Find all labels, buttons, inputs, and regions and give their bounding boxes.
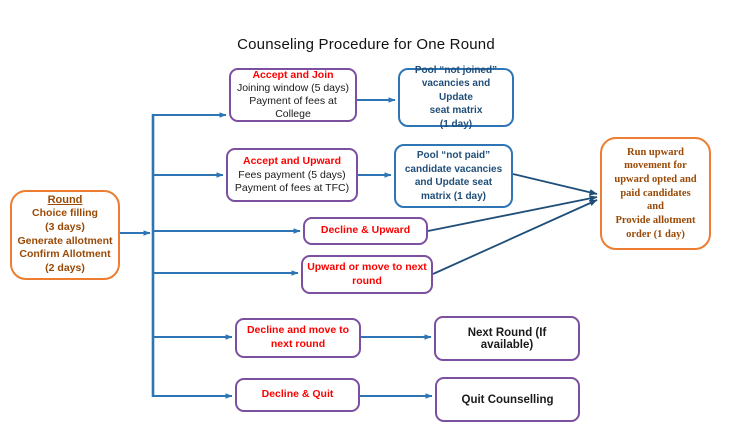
node-accept-upward-lines: Fees payment (5 days) Payment of fees at… xyxy=(234,168,350,194)
node-decline-upward: Decline & Upward xyxy=(303,217,428,245)
node-next-round: Next Round (If available) xyxy=(434,316,580,361)
connector-pool-paid-to-run xyxy=(512,173,598,196)
node-decline-upward-title: Decline & Upward xyxy=(320,224,411,237)
node-round: Round Choice filling (3 days) Generate a… xyxy=(10,190,120,280)
node-round-lines: Choice filling (3 days) Generate allotme… xyxy=(17,206,113,275)
node-decline-quit: Decline & Quit xyxy=(235,378,360,412)
node-decline-quit-title: Decline & Quit xyxy=(261,388,334,401)
node-pool-not-joined-lines: Pool “not joined” vacancies and Update s… xyxy=(414,64,498,130)
node-upward-or-next-title: Upward or move to next round xyxy=(307,260,427,287)
node-pool-not-joined: Pool “not joined” vacancies and Update s… xyxy=(398,65,514,130)
node-pool-not-paid-lines: Pool “not paid” candidate vacancies and … xyxy=(404,150,503,202)
node-pool-not-paid: Pool “not paid” candidate vacancies and … xyxy=(394,144,513,208)
node-quit-counselling: Quit Counselling xyxy=(435,377,580,422)
node-run-upward: Run upward movement for upward opted and… xyxy=(600,137,711,250)
diagram-title: Counseling Procedure for One Round xyxy=(237,36,495,53)
node-round-title: Round xyxy=(47,193,83,206)
connector-decline-upward-to-run xyxy=(427,195,598,232)
node-decline-move-next-title: Decline and move to next round xyxy=(246,324,350,350)
connector-upward-next-to-run xyxy=(432,199,598,275)
node-quit-counselling-title: Quit Counselling xyxy=(461,393,554,406)
node-accept-join: Accept and Join Joining window (5 days) … xyxy=(229,68,357,122)
node-next-round-title: Next Round (If available) xyxy=(467,326,547,351)
node-accept-upward: Accept and Upward Fees payment (5 days) … xyxy=(226,148,358,202)
node-decline-move-next: Decline and move to next round xyxy=(235,318,361,358)
node-run-upward-lines: Run upward movement for upward opted and… xyxy=(614,146,697,240)
node-accept-upward-title: Accept and Upward xyxy=(242,155,342,168)
node-upward-or-next: Upward or move to next round xyxy=(301,255,433,294)
node-accept-join-title: Accept and Join xyxy=(252,68,334,81)
node-accept-join-lines: Joining window (5 days) Payment of fees … xyxy=(236,82,350,121)
